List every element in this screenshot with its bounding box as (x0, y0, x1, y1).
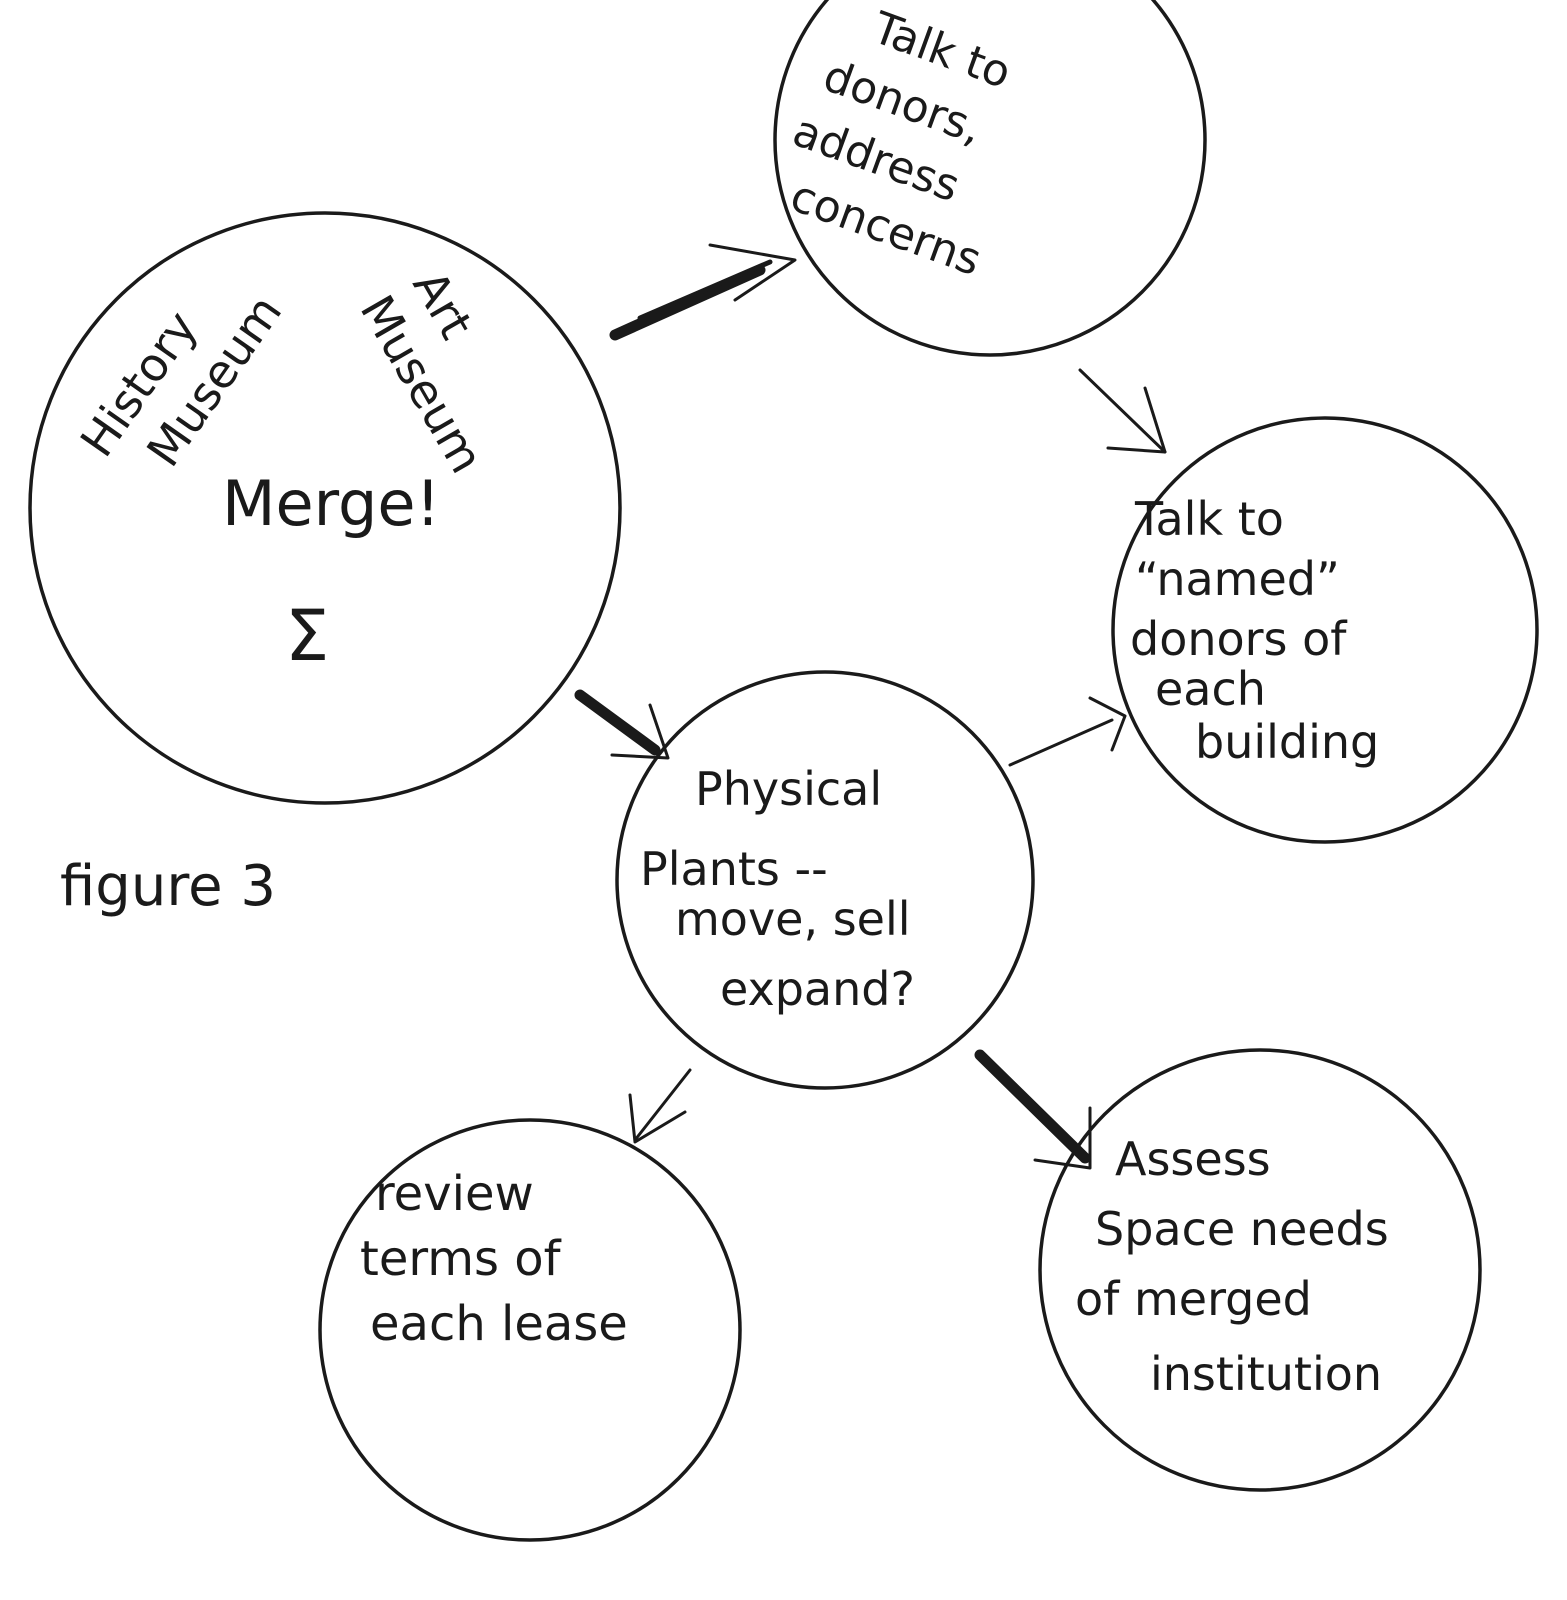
edge-physical-plants-to-named-donors (1008, 696, 1127, 767)
physical-plants-node-circle (615, 670, 1035, 1090)
edge-physical-plants-to-assess-space (974, 1049, 1092, 1170)
named-donors-node-text: Talk to “named” donors of each building (1130, 492, 1379, 769)
review-lease-node-text: review terms of each lease (360, 1166, 628, 1352)
talk-donors-node-circle (773, 0, 1207, 357)
physical-plants-node-text: Physical Plants -- move, sell expand? (640, 762, 925, 1016)
named-donors-node-circle (1111, 416, 1539, 844)
talk-donors-node-text: Talk to donors, address concerns (765, 0, 1051, 286)
merge-node: History Museum Art Museum Merge! Σ (70, 251, 545, 678)
review-lease-node-circle (318, 1118, 742, 1542)
art-museum-label: Art Museum (350, 257, 545, 482)
figure-caption: figure 3 (60, 854, 276, 919)
assess-space-node-circle (1038, 1048, 1482, 1492)
edge-physical-plants-to-review-lease (628, 1068, 692, 1144)
edge-merge-to-talk-donors (609, 243, 797, 341)
merge-label: Merge! (222, 467, 440, 540)
sigma-symbol: Σ (285, 595, 329, 677)
edge-talk-donors-to-named-donors (1078, 368, 1167, 454)
merge-node-circle (28, 211, 622, 805)
edge-merge-to-physical-plants (574, 689, 670, 760)
history-museum-label: History Museum (70, 251, 292, 501)
assess-space-node-text: Assess Space needs of merged institution (1075, 1132, 1403, 1401)
